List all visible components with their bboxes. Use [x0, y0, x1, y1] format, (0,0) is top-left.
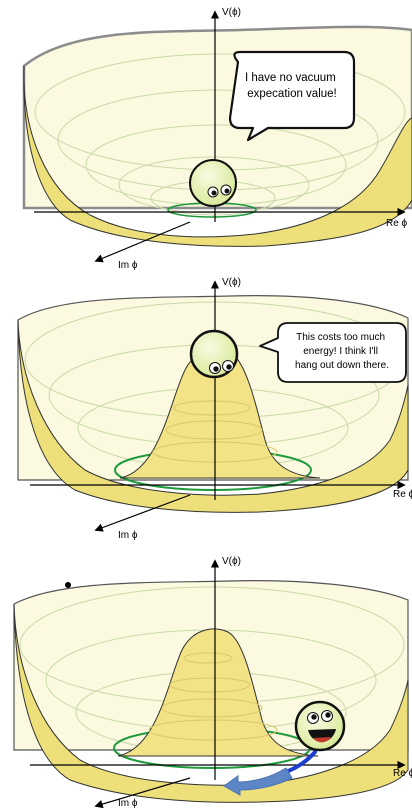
ball-1-body	[190, 160, 236, 206]
speech-bubble-1-line-2: expecation value!	[247, 88, 337, 100]
ball-2	[191, 331, 237, 377]
speech-bubble-1: I have no vacuum expecation value!	[230, 52, 354, 140]
panel-2-mexican-hat: V(ϕ) Re ϕ Im ϕ This costs too much energ…	[18, 277, 412, 541]
speech-bubble-1-line-1: I have no vacuum	[245, 72, 336, 84]
ball-3-body	[296, 702, 344, 750]
axis-re-label-3: Re ϕ	[393, 768, 412, 779]
axis-im-label-2: Im ϕ	[118, 530, 138, 541]
speech-bubble-2-line-1: This costs too much	[296, 332, 385, 343]
bowl-3	[14, 581, 408, 803]
bullet-dot	[65, 582, 71, 588]
axis-re-label-2: Re ϕ	[393, 489, 412, 500]
ball-1	[190, 160, 236, 206]
axis-im-label-1: Im ϕ	[118, 260, 138, 271]
axis-im-label-3: Im ϕ	[118, 798, 138, 809]
speech-bubble-2-line-3: hang out down there.	[295, 360, 389, 371]
panel-1-no-vev: V(ϕ) Re ϕ Im ϕ I have no vacuum expecati…	[24, 7, 412, 271]
axis-y-label-1: V(ϕ)	[222, 7, 241, 18]
ball-3	[296, 702, 344, 750]
speech-bubble-2-line-2: energy! I think I'll	[303, 346, 378, 357]
speech-bubble-2: This costs too much energy! I think I'll…	[260, 323, 406, 382]
axis-y-label-3: V(ϕ)	[222, 556, 241, 567]
axis-re-label-1: Re ϕ	[386, 218, 408, 229]
panel-3-symmetry-breaking: V(ϕ) Re ϕ Im ϕ	[14, 556, 412, 809]
speech-bubble-2-text: This costs too much energy! I think I'll…	[295, 332, 389, 371]
axis-y-label-2: V(ϕ)	[222, 277, 241, 288]
